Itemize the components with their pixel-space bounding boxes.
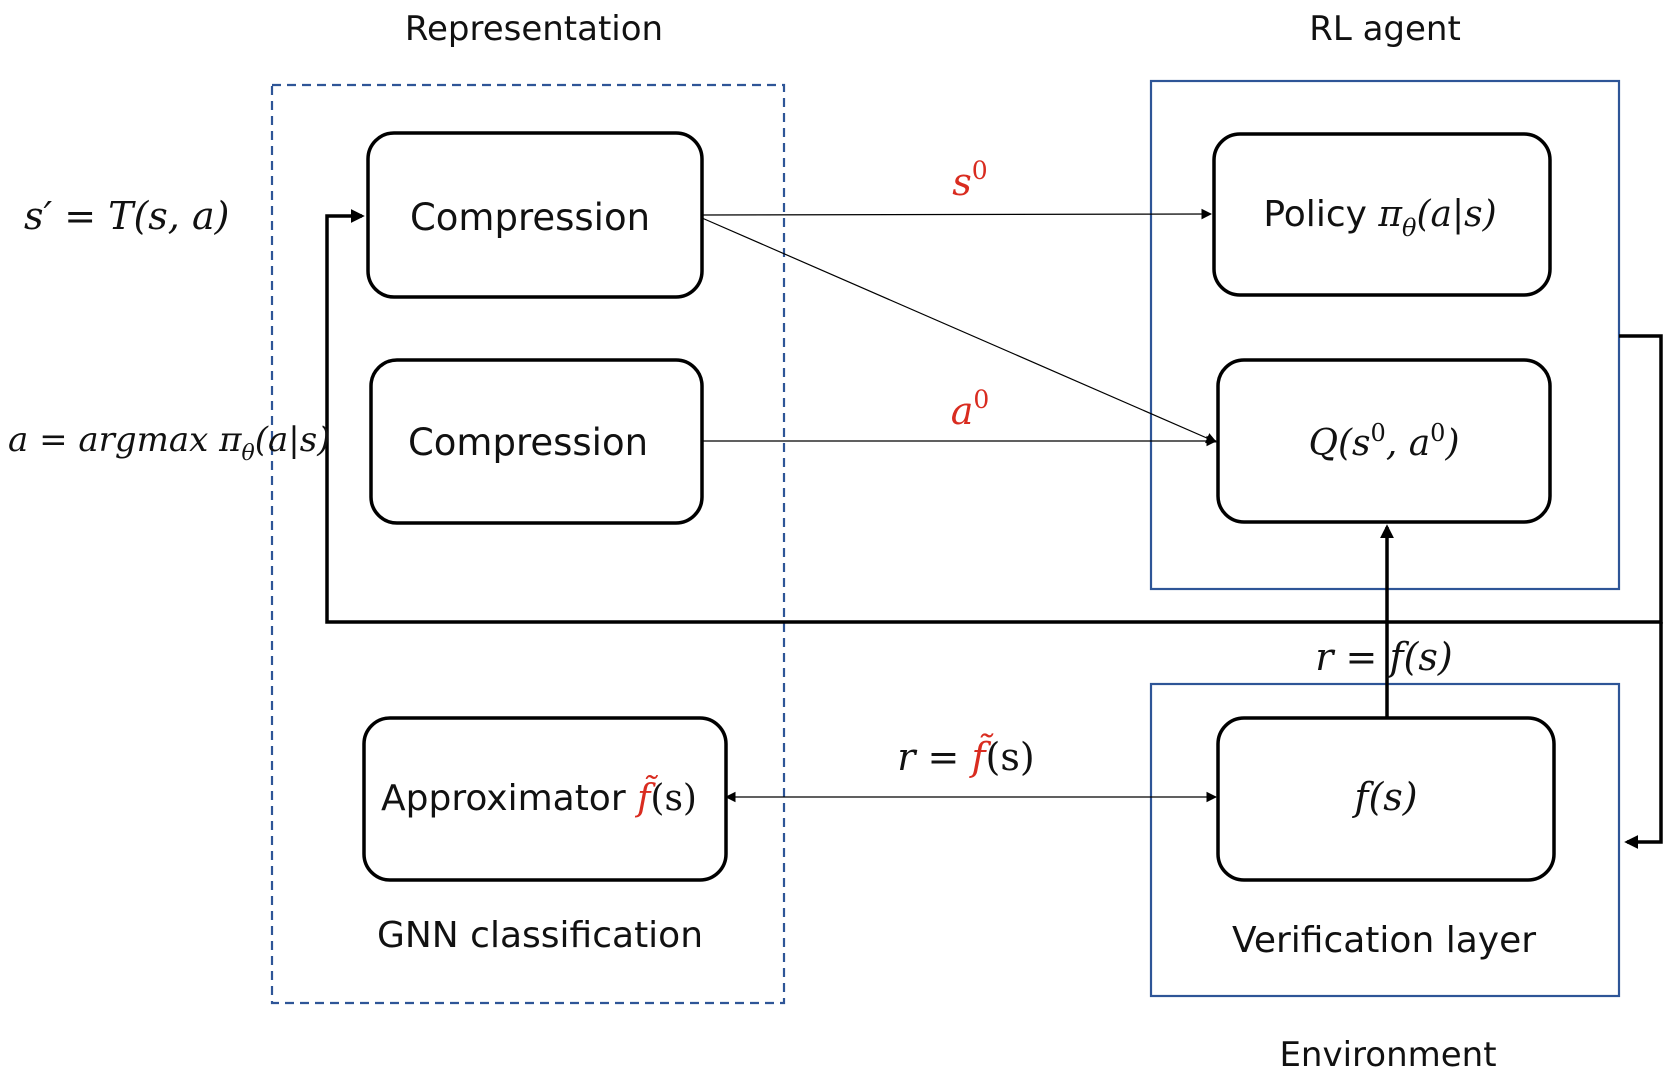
compression-box-top (366, 131, 704, 299)
action-equation: a = argmax πθ(a|s) (8, 420, 330, 466)
compression-to-q-arrow (701, 217, 1217, 444)
policy-box (1212, 132, 1552, 297)
approximator-box (362, 716, 728, 882)
compression-label-bottom: Compression (408, 421, 648, 464)
transition-equation: s′ = T(s, a) (24, 194, 229, 238)
representation-title: Representation (405, 9, 663, 49)
approximator-label: Approximator f̃(s) (381, 776, 697, 819)
feedback-loop-line (325, 209, 1663, 624)
environment-feed-line (1624, 622, 1663, 849)
representation-group-border (270, 83, 786, 1005)
a0-label: a0 (951, 385, 990, 433)
s0-label: s0 (952, 156, 987, 204)
rl-agent-title: RL agent (1309, 9, 1461, 49)
q-function-label: Q(s0, a0) (1308, 419, 1459, 464)
gnn-classification-caption: GNN classification (377, 915, 703, 956)
q-function-box (1216, 358, 1552, 524)
reward-label: r = f(s) (1315, 635, 1452, 679)
environment-title: Environment (1279, 1035, 1496, 1075)
f-function-label: f(s) (1351, 775, 1417, 819)
compression-label-top: Compression (410, 196, 650, 239)
s0-arrow (701, 208, 1213, 220)
compression-box-bottom (369, 358, 704, 525)
policy-label: Policy πθ(a|s) (1263, 194, 1496, 242)
environment-group-border (1149, 682, 1621, 998)
f-function-box (1216, 716, 1556, 882)
verification-layer-caption: Verification layer (1232, 920, 1536, 961)
approx-reward-label: r = f̃(s) (897, 734, 1034, 779)
